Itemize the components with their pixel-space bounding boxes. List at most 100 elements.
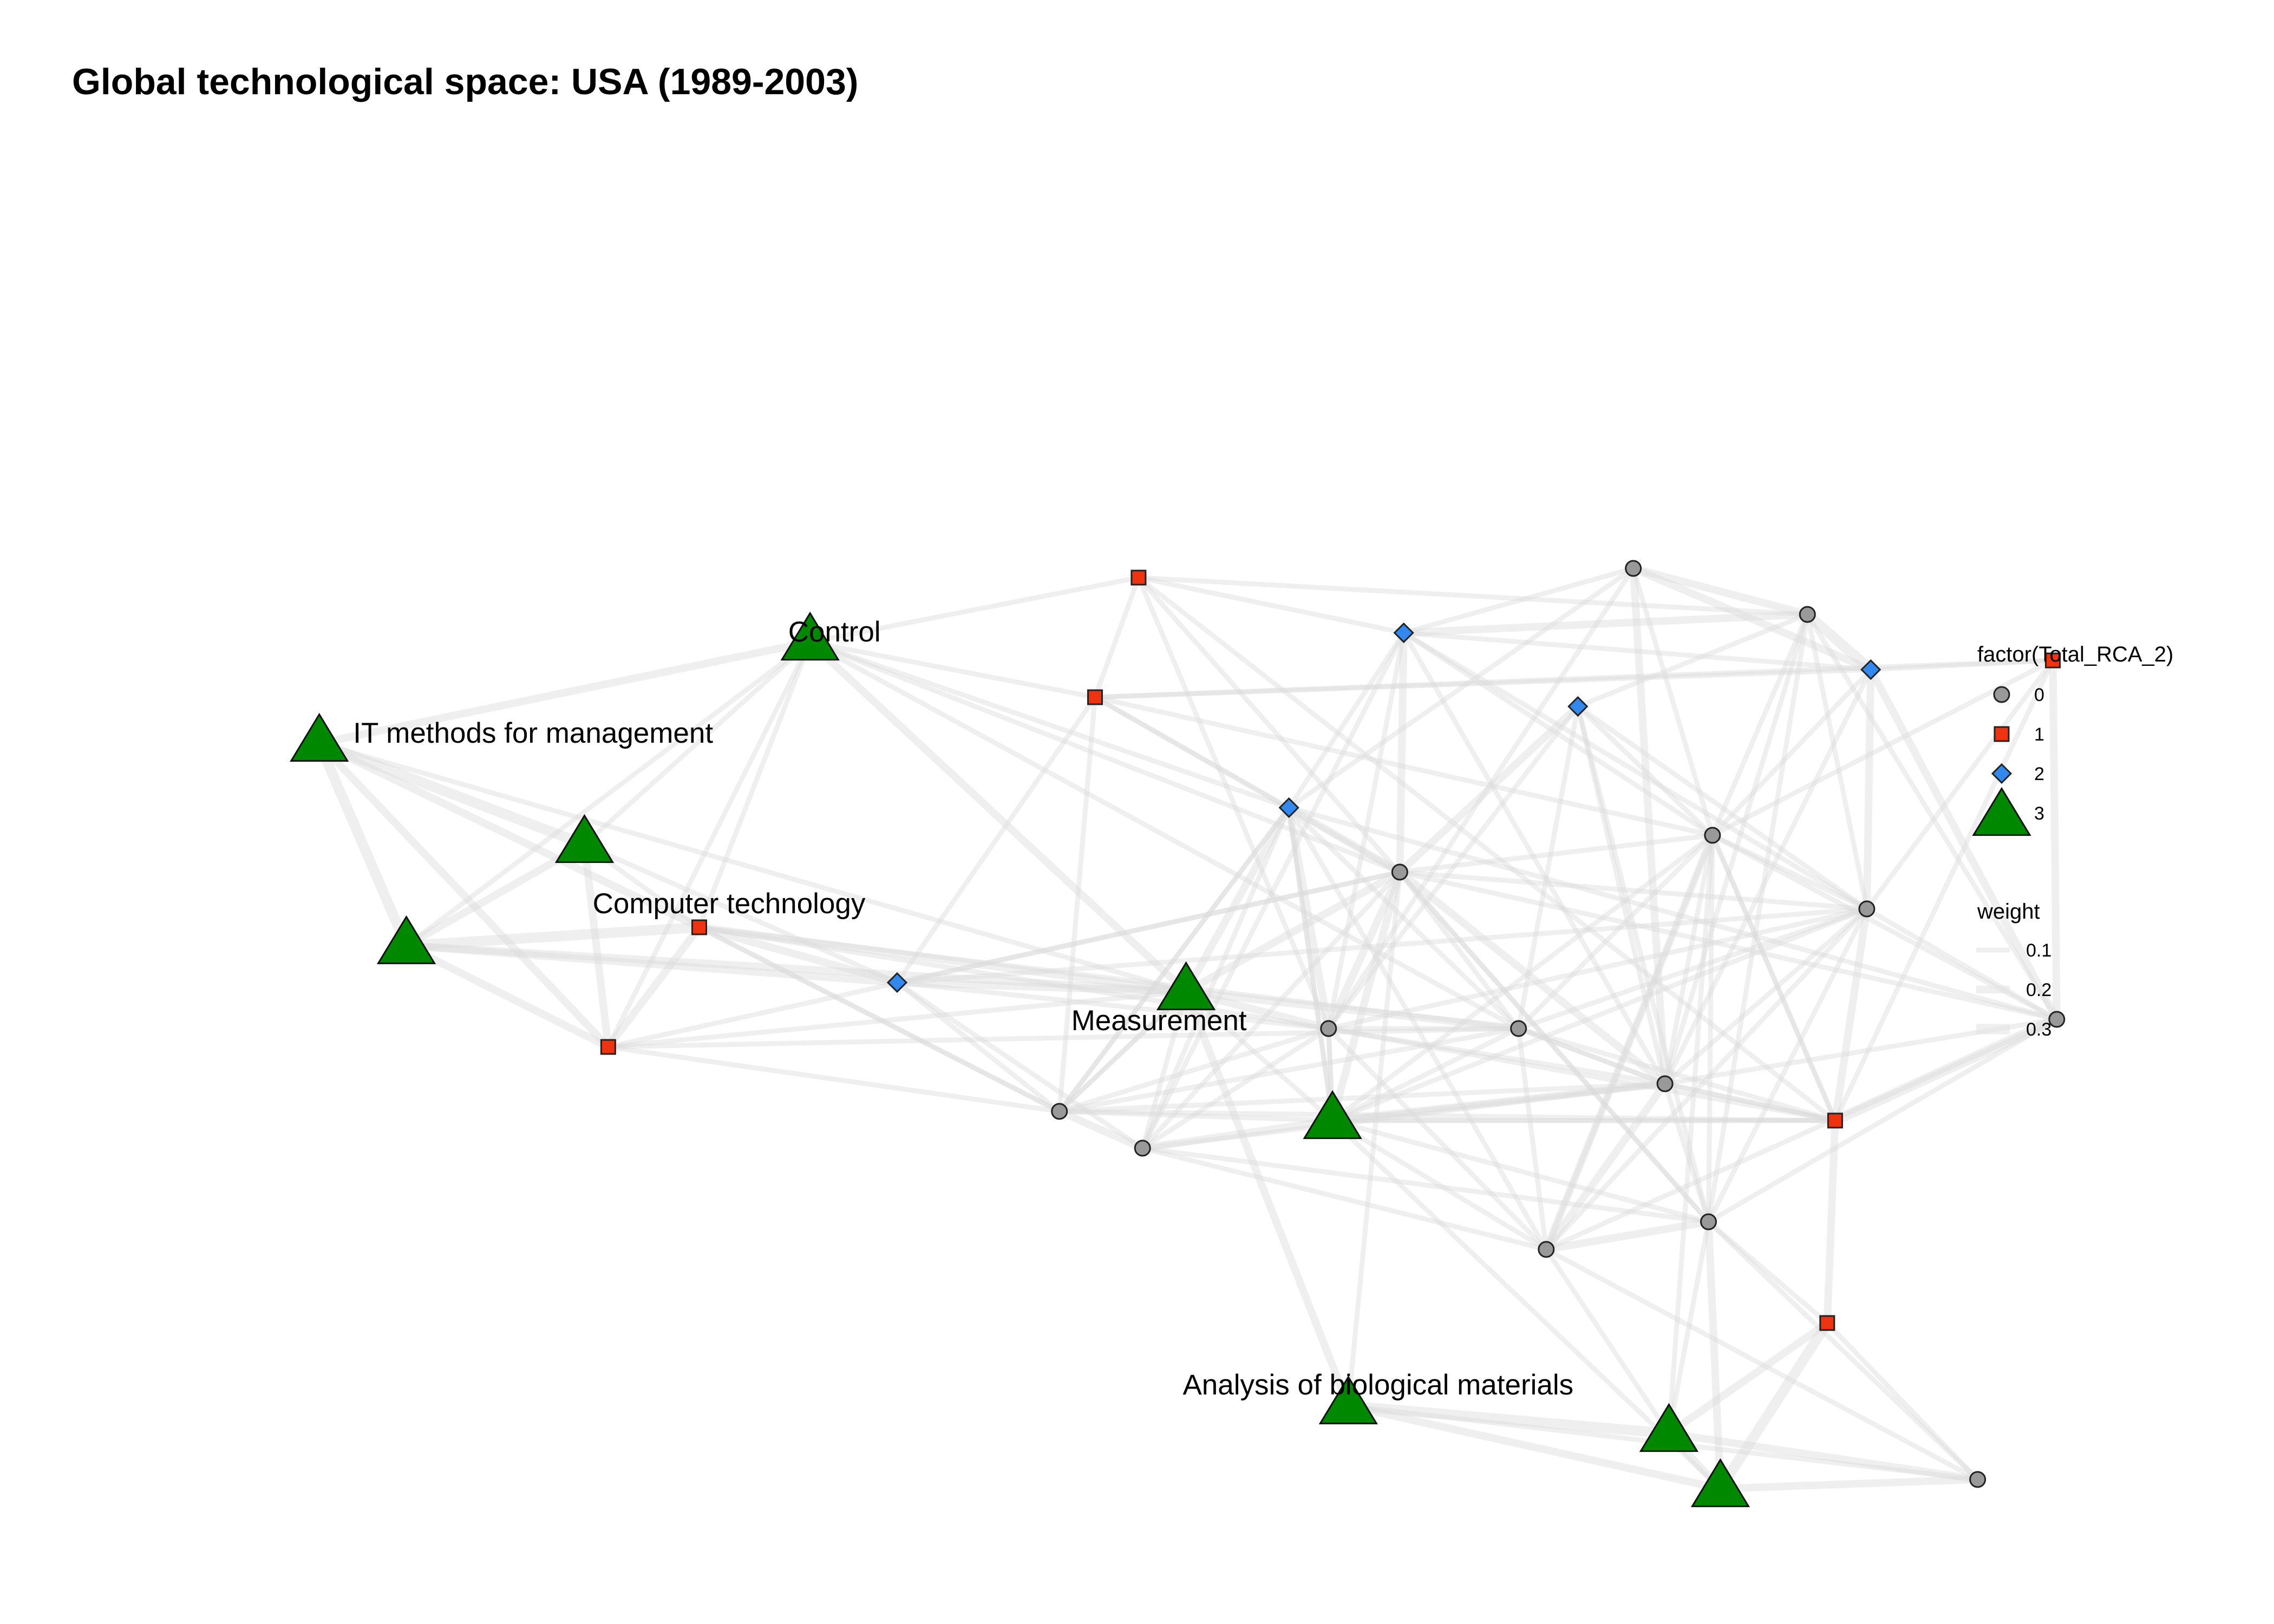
node-n7 [886,972,908,993]
labels-layer: IT methods for managementControlComputer… [353,616,1573,1401]
edge-n11-n24 [1401,631,1668,1085]
node-n29 [1700,1213,1717,1230]
edge-n4-n15 [698,925,1329,1031]
edge-n13-n24 [1575,705,1668,1085]
edge-n3-n7 [583,842,898,985]
edge-n21-n22 [1711,833,1868,912]
edge-n31-n34 [1825,1321,1979,1482]
node-n10 [1087,689,1103,705]
edge-n8-n14 [1184,868,1402,996]
edge-n21-n33 [1666,835,1715,1434]
edge-n30-n33 [1544,1248,1671,1435]
edge-n4-n7 [698,924,898,986]
edge-n26-n27 [1057,1108,1145,1152]
edge-n10-n20 [1095,658,2053,700]
node-n9 [1131,569,1147,586]
edge-n14-n16 [1397,870,1521,1030]
edge-n24-n30 [1543,1081,1668,1252]
node-n25 [1827,1112,1843,1129]
edge-n21-n25 [1710,834,1838,1122]
edge-n24-n16 [1518,1026,1666,1086]
nodes-layer [290,560,2066,1508]
node-n8 [1156,961,1216,1011]
legend-label-0: 0 [2034,685,2044,705]
edge-n11-n22 [1402,631,1868,911]
edge-n11-n15 [1326,632,1407,1029]
edge-n9-n10 [1093,577,1141,698]
legend-key-2 [1991,763,2012,784]
edge-n29-n34 [1707,1220,1979,1482]
node-n5 [376,915,436,965]
edge-n9-n18 [1138,575,1808,617]
edge-n2-n8 [807,639,1189,995]
edge-n12-n30 [1286,806,1548,1251]
edge-n4-n26 [698,925,1061,1114]
edge-n16-n25 [1518,1026,1836,1123]
node-n4 [691,919,707,935]
edge-n28-n12 [1286,807,1335,1121]
edge-n8-n15 [1185,988,1330,1032]
node-n11 [1393,622,1414,644]
node-label-n8: Measurement [1071,1005,1247,1037]
legend-weight-label-2: 0.3 [2026,1019,2051,1040]
node-n3 [554,814,615,863]
node-n26 [1051,1103,1068,1120]
edge-n22-n29 [1706,907,1869,1223]
legend-weight-label-1: 0.2 [2026,980,2051,1000]
node-n15 [1320,1020,1337,1037]
edge-n19-n21 [1710,667,1873,837]
edge-n16-n24 [1518,1026,1666,1086]
edge-n8-n28 [1184,990,1335,1123]
edge-n28-n30 [1331,1118,1548,1252]
node-n31 [1819,1315,1835,1331]
edge-n27-n30 [1142,1145,1547,1252]
node-n16 [1510,1020,1527,1037]
edge-n2-n12 [809,639,1290,810]
edge-n22-n23 [1865,907,2059,1021]
edge-n28-n24 [1332,1081,1665,1123]
edge-n16-n26 [1058,1026,1519,1114]
edge-n31-n35 [1716,1320,1832,1492]
edge-n9-n11 [1138,575,1404,636]
edge-n11-n17 [1403,566,1634,636]
edge-n27-n24 [1142,1081,1665,1151]
node-n17 [1625,560,1642,577]
edge-n21-n24 [1662,835,1715,1084]
edge-n23-n30 [1545,1017,2058,1252]
edge-n23-n25 [1833,1014,2059,1125]
edge-n15-n24 [1328,1026,1665,1086]
edge-n18-n23 [1805,613,2059,1021]
node-n13 [1567,696,1589,717]
edge-n14-n15 [1325,870,1403,1030]
edge-n25-n26 [1059,1109,1835,1123]
edge-n10-n19 [1095,667,1871,700]
node-n24 [1656,1075,1674,1092]
edge-n8-n32 [1182,990,1352,1407]
edge-n4-n16 [698,925,1519,1031]
legend-label-3: 3 [2034,803,2044,824]
edge-n7-n15 [897,980,1329,1031]
node-n33 [1639,1403,1699,1452]
edge-n32-n14 [1345,872,1402,1406]
edge-n19-n24 [1663,668,1873,1085]
edge-n1-n5 [314,741,411,948]
edge-n18-n24 [1662,613,1810,1085]
edge-n23-n14 [1399,869,2057,1022]
edge-n29-n33 [1666,1221,1711,1434]
edge-n24-n25 [1664,1081,1836,1123]
edge-n19-n22 [1863,669,1875,909]
edge-n13-n21 [1576,704,1714,837]
edge-n12-n14 [1287,804,1402,876]
edge-n23-n29 [1707,1017,2059,1224]
edge-n2-n4 [697,641,813,928]
edge-n4-n6 [605,925,703,1050]
legend-title-total-rca: factor(Total_RCA_2) [1977,643,2173,666]
edge-n17-n21 [1631,567,1715,836]
edge-n13-n18 [1577,612,1808,709]
edge-n34-n35 [1720,1476,1978,1492]
edge-n14-n22 [1399,869,1867,912]
edge-n12-n15 [1285,807,1332,1030]
edge-n8-n27 [1140,991,1188,1149]
legend-weight: weight 0.10.20.3 [1976,900,2051,1040]
